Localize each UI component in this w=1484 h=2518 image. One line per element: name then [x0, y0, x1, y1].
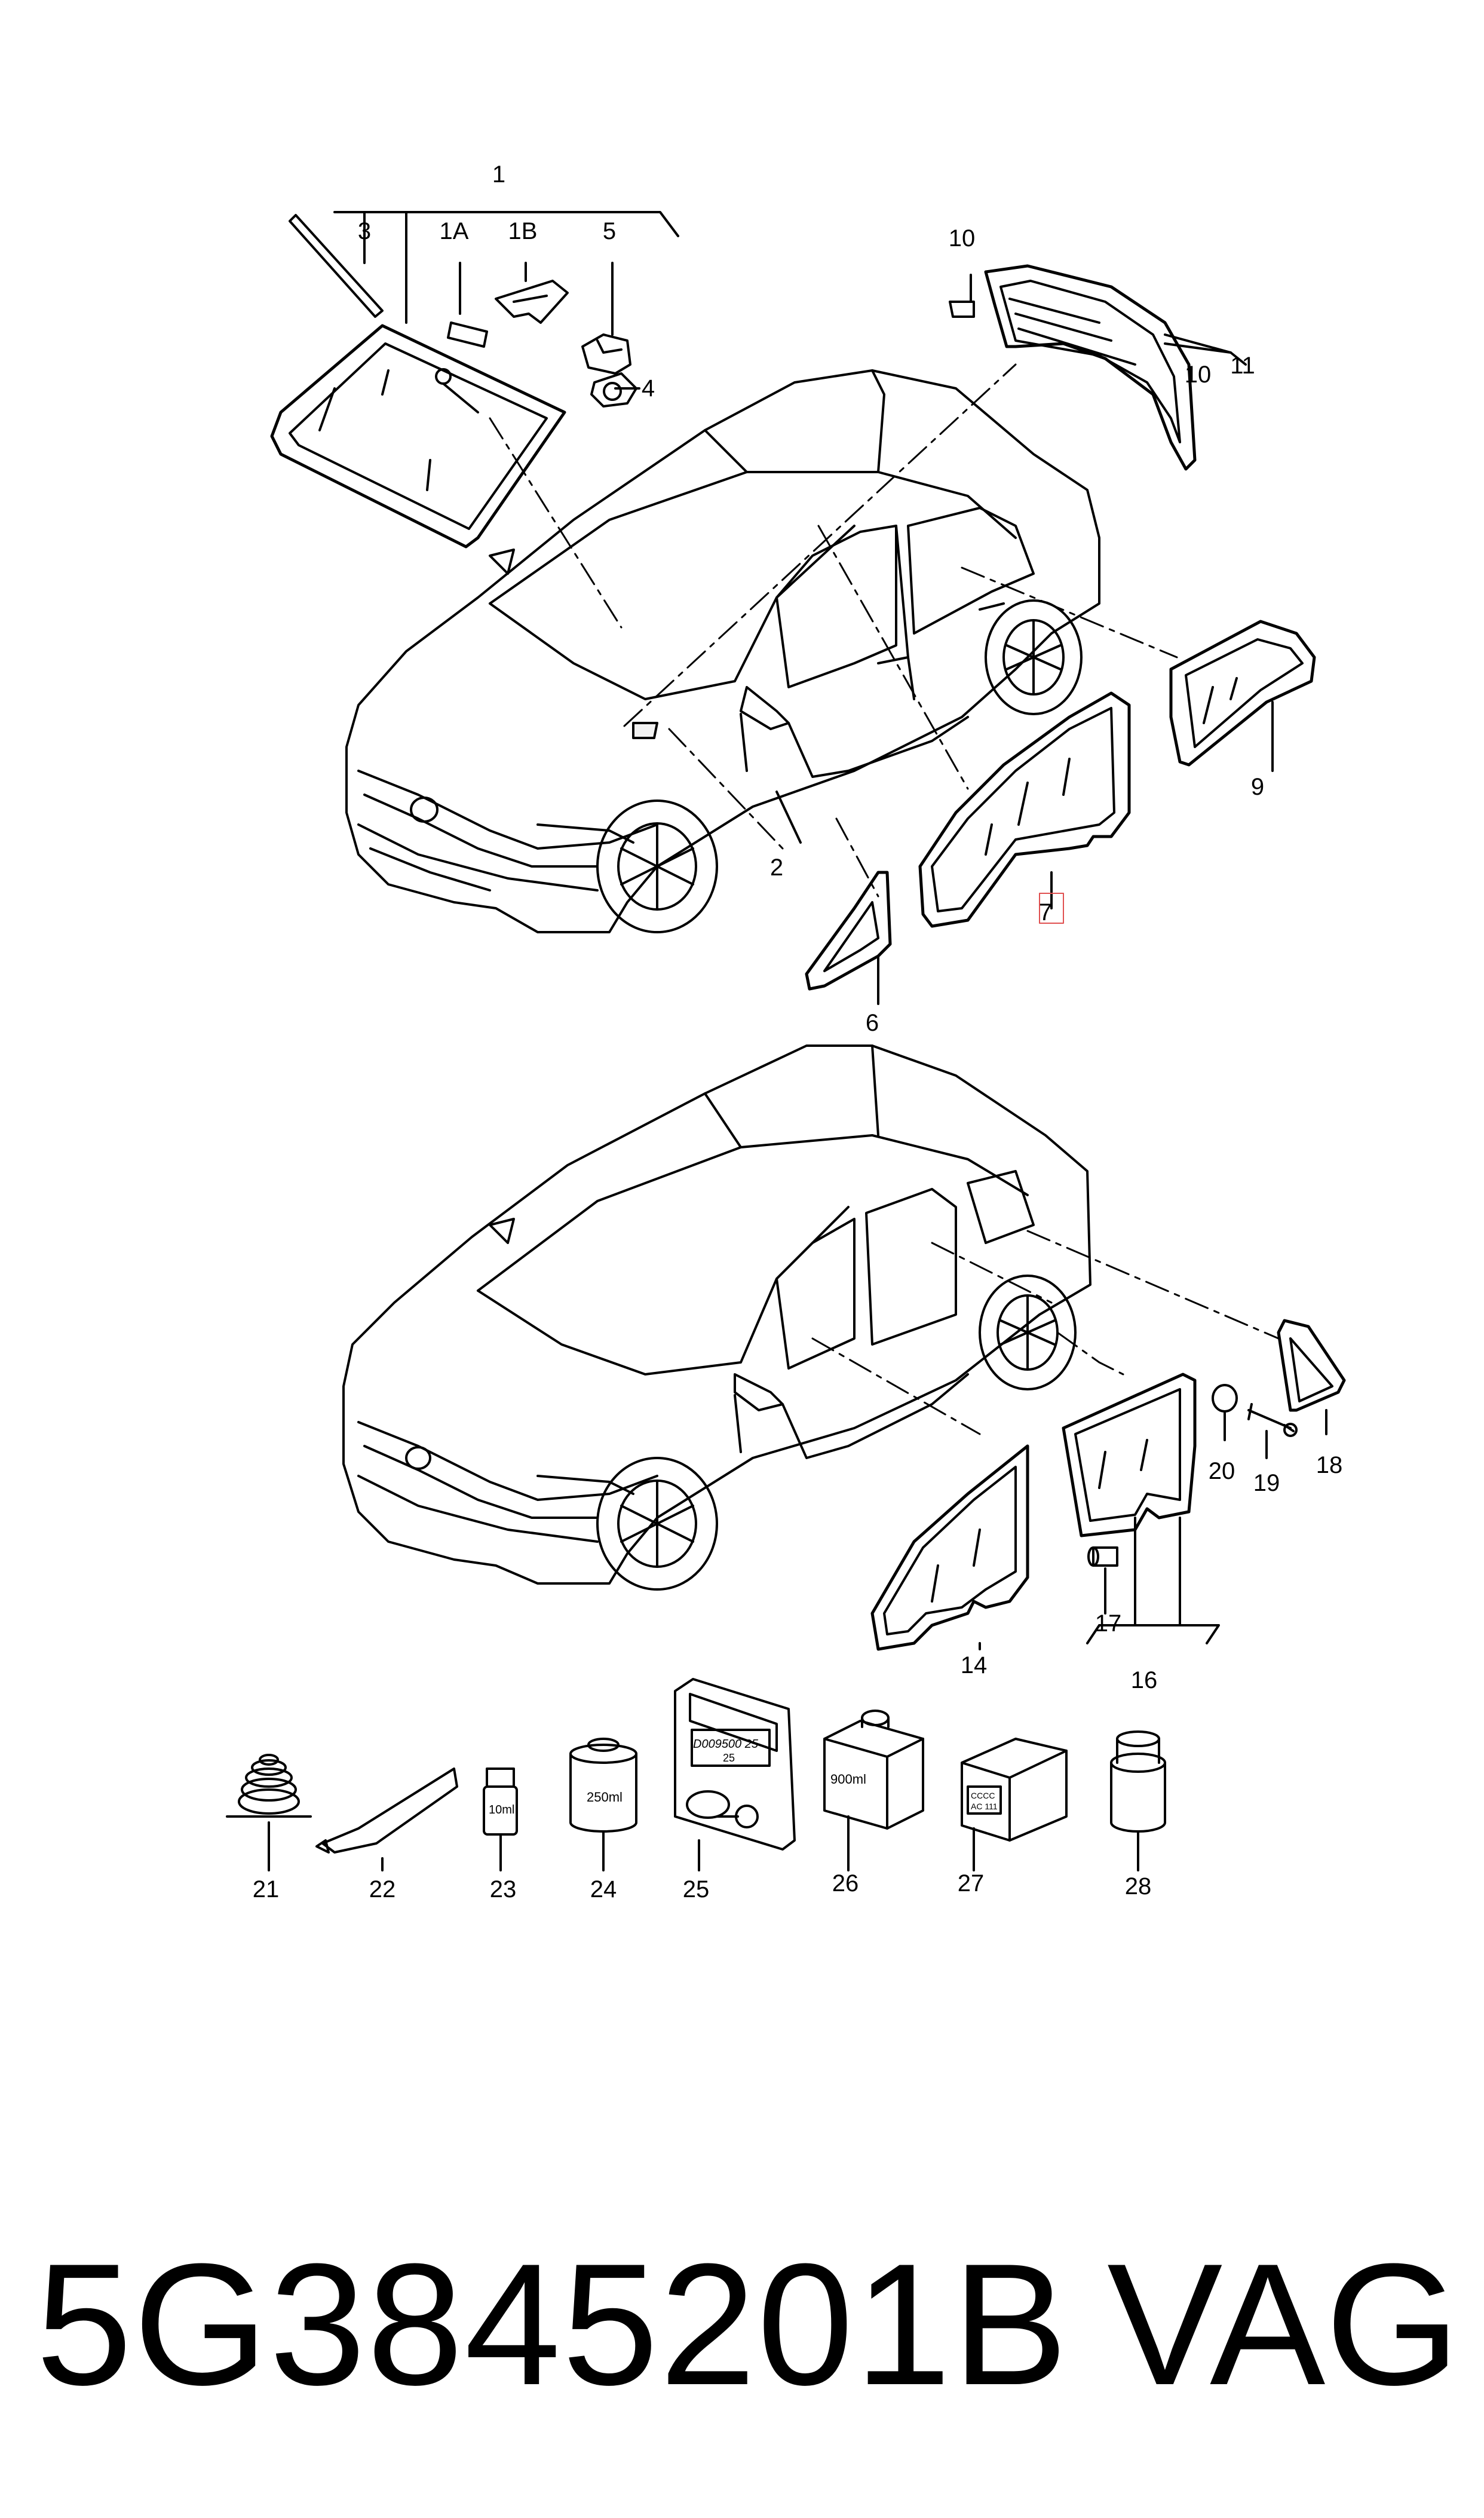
part-number: 5G3845201B — [36, 2228, 1069, 2421]
car-illustration-bottom — [342, 1044, 1280, 1591]
box-line2-label: AC 111 — [971, 1802, 998, 1811]
bracket-1b-part — [495, 280, 569, 324]
highlight-box-7 — [1039, 893, 1064, 924]
callout-10: 10 — [1185, 362, 1212, 388]
callout-18: 18 — [1316, 1452, 1343, 1478]
callout-25: 25 — [683, 1876, 710, 1903]
sensor-part — [581, 333, 637, 408]
coil-21-part — [226, 1754, 312, 1871]
callout-28: 28 — [1125, 1873, 1152, 1900]
callout-24: 24 — [590, 1876, 617, 1903]
box-27-part — [961, 1738, 1068, 1871]
bag-code-label: D009500 25 — [693, 1738, 759, 1751]
front-door-window-part — [918, 691, 1131, 928]
rear-door-window-part — [1062, 1373, 1220, 1644]
callout-1b: 1B — [508, 218, 538, 244]
bag-25-part — [674, 1678, 796, 1871]
can-label: 250ml — [587, 1790, 623, 1805]
callout-2: 2 — [770, 854, 783, 881]
bottle-26-part — [823, 1710, 924, 1871]
trim-strip-part — [289, 214, 384, 318]
callout-7: 7 — [1039, 899, 1052, 926]
callout-22: 22 — [369, 1876, 396, 1903]
side-window-9-part — [1169, 620, 1316, 767]
callout-11: 11 — [1230, 353, 1255, 379]
callout-14: 14 — [961, 1652, 988, 1678]
quarter-glass-6-part — [805, 871, 892, 991]
callout-20: 20 — [1209, 1458, 1235, 1484]
bag-sub-label: 25 — [723, 1752, 735, 1764]
callout-17: 17 — [1095, 1610, 1122, 1637]
tube-22-part — [315, 1767, 458, 1871]
tube-label: 10ml — [489, 1803, 514, 1816]
leader-lines-top — [333, 211, 1274, 1005]
grommet-20-part — [1212, 1384, 1238, 1413]
callout-4: 4 — [642, 375, 655, 402]
car-illustration-top — [345, 369, 1100, 933]
callout-1a: 1A — [440, 218, 469, 244]
callout-5: 5 — [603, 218, 616, 244]
callout-19: 19 — [1253, 1470, 1280, 1496]
callout-16: 16 — [1131, 1667, 1158, 1693]
rear-quarter-18-part — [1277, 1319, 1346, 1412]
box-line1-label: CCCC — [971, 1791, 995, 1800]
callout-23: 23 — [490, 1876, 517, 1903]
screw-19-part — [1247, 1403, 1295, 1432]
bottle-label: 900ml — [830, 1772, 866, 1787]
rear-window-part — [984, 264, 1197, 471]
windshield-part — [270, 324, 566, 549]
pin-17-part — [1087, 1546, 1118, 1615]
brand-name: VAG — [1107, 2228, 1460, 2421]
can-24-part — [569, 1738, 637, 1871]
clip-10-part — [949, 301, 975, 318]
callout-26: 26 — [832, 1870, 859, 1897]
callout-6: 6 — [866, 1010, 879, 1036]
jar-23-part — [483, 1767, 518, 1871]
callout-3: 3 — [358, 218, 371, 244]
callout-21: 21 — [253, 1876, 280, 1903]
callout-9: 9 — [1251, 774, 1264, 800]
clip-1a-part — [447, 321, 488, 348]
callout-1: 1 — [492, 161, 505, 188]
front-door-window-14-part — [870, 1444, 1029, 1651]
callout-27: 27 — [958, 1870, 985, 1897]
callout-10: 10 — [949, 225, 976, 252]
jar-28-part — [1110, 1730, 1166, 1871]
